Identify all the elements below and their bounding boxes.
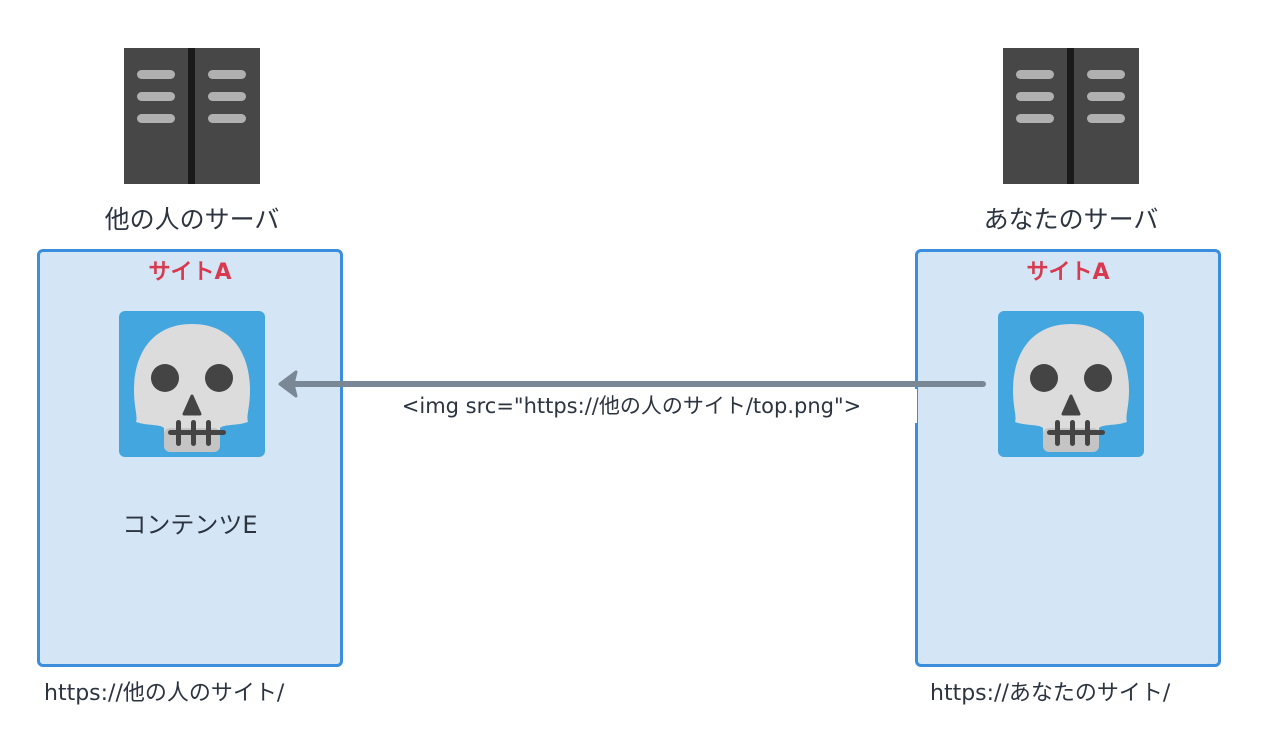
left-skull-icon xyxy=(119,311,265,457)
left-site-title: サイトA xyxy=(148,260,232,285)
left-server-label: 他の人のサーバ xyxy=(104,205,280,234)
arrow-head xyxy=(278,370,298,398)
right-site-title: サイトA xyxy=(1026,260,1110,285)
left-server-icon xyxy=(124,48,260,184)
right-url-label: https://あなたのサイト/ xyxy=(930,681,1171,706)
right-site-panel xyxy=(915,249,1221,667)
left-url-label: https://他の人のサイト/ xyxy=(44,681,285,706)
server-divider xyxy=(1067,48,1074,184)
left-content-label: コンテンツE xyxy=(122,511,258,539)
right-server-icon xyxy=(1003,48,1139,184)
right-server-label: あなたのサーバ xyxy=(983,205,1159,234)
right-skull-icon xyxy=(998,311,1144,457)
server-divider xyxy=(188,48,195,184)
img-tag-label: <img src="https://他の人のサイト/top.png"> xyxy=(346,389,917,423)
